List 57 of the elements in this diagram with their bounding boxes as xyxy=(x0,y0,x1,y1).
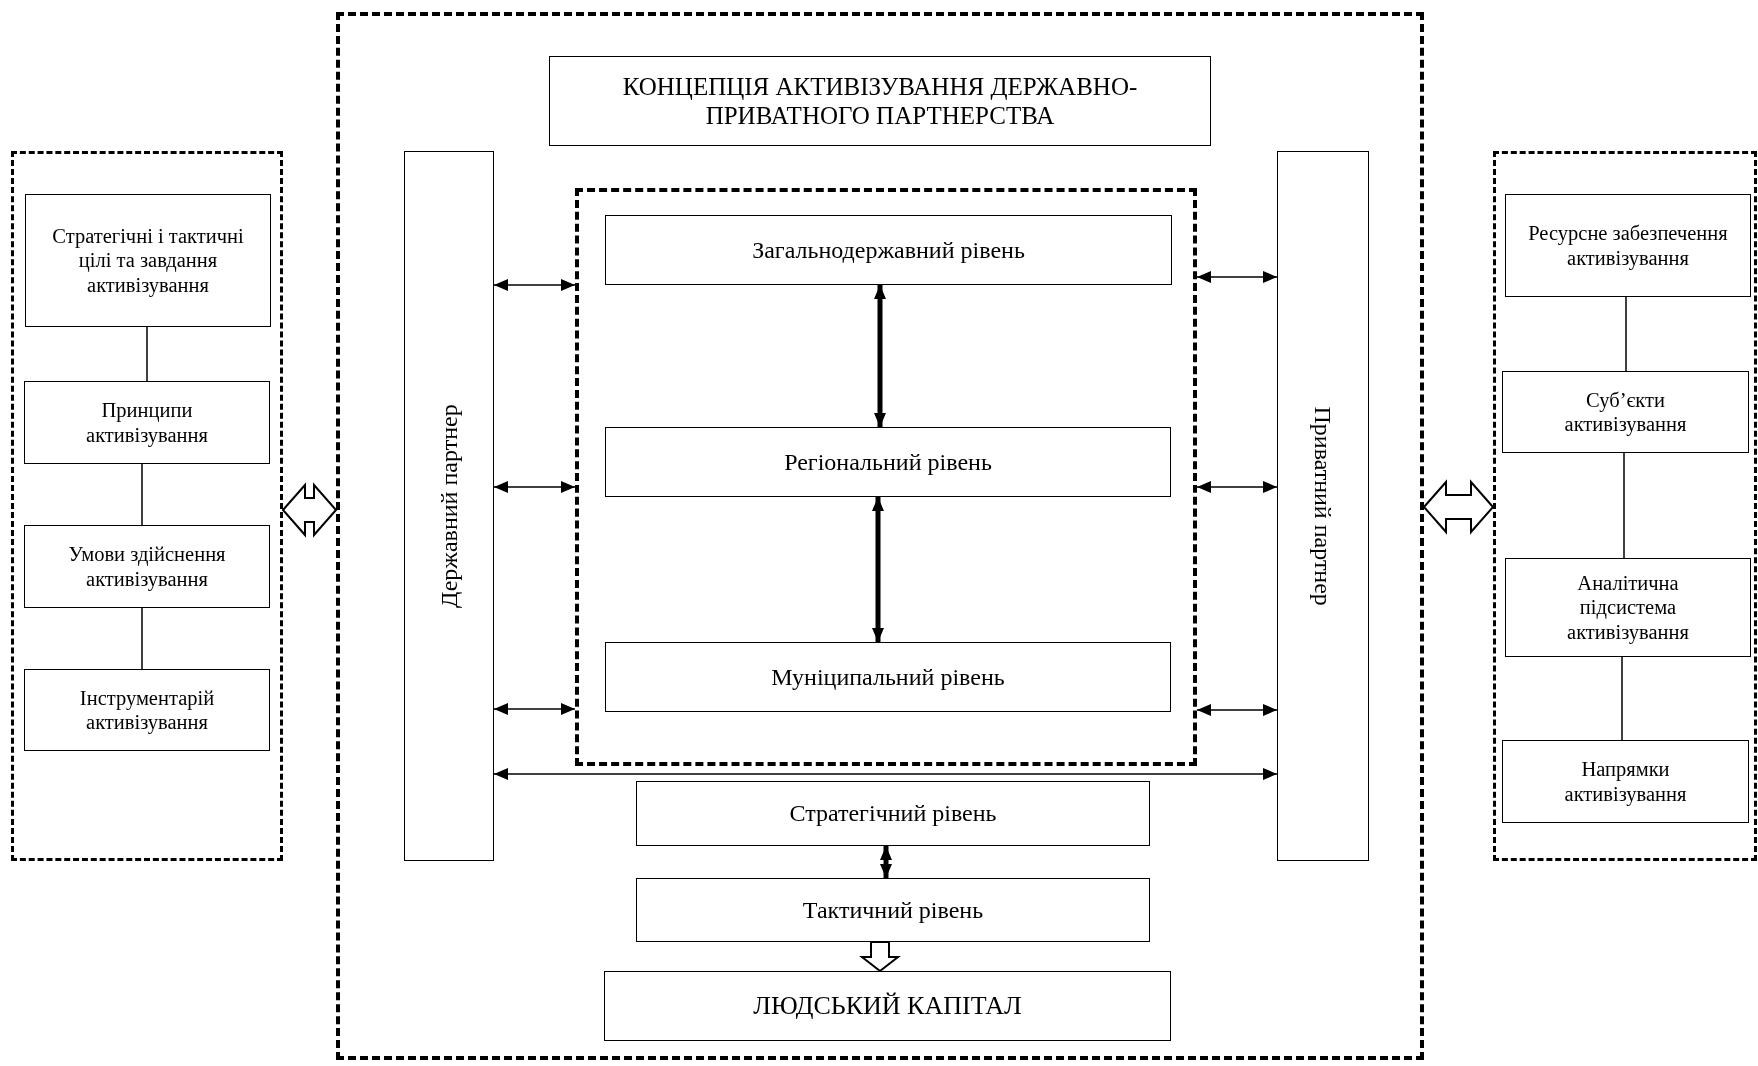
dashed-frame xyxy=(336,12,1424,1060)
box-label: Муніципальний рівень xyxy=(770,662,1006,692)
process-box xyxy=(404,151,494,861)
block-arrow xyxy=(1422,479,1495,535)
process-box xyxy=(1277,151,1369,861)
box-label: Умови здійснення активізування xyxy=(67,542,227,591)
dashed-frame xyxy=(1493,151,1757,861)
block-arrow xyxy=(281,482,338,538)
box-label: Принципи активізування xyxy=(85,398,209,447)
process-box xyxy=(605,642,1171,712)
box-label: Напрямки активізування xyxy=(1563,757,1688,806)
connector-line xyxy=(141,463,143,526)
box-label: Ресурсне забезпечення активізування xyxy=(1527,221,1729,270)
arrow xyxy=(493,279,576,291)
process-box xyxy=(24,381,270,464)
process-box xyxy=(24,525,270,608)
process-box xyxy=(25,194,271,327)
block-arrow xyxy=(859,941,901,973)
process-box xyxy=(1502,740,1749,823)
arrow xyxy=(1196,271,1278,283)
box-label: Приватний партнер xyxy=(1309,405,1338,608)
process-box xyxy=(636,878,1150,942)
process-box xyxy=(605,427,1171,497)
box-label: Стратегічний рівень xyxy=(788,799,998,828)
process-box xyxy=(24,669,270,751)
process-box xyxy=(604,971,1171,1041)
connector-line xyxy=(1623,452,1625,559)
arrow xyxy=(493,481,576,493)
arrow xyxy=(1196,704,1278,716)
box-label: КОНЦЕПЦІЯ АКТИВІЗУВАННЯ ДЕРЖАВНО-ПРИВАТНОГО ПАРТНЕРСТВА xyxy=(621,71,1139,131)
connector-line xyxy=(141,607,143,670)
box-label: Суб’єкти активізування xyxy=(1563,387,1688,437)
connector-line xyxy=(1625,296,1627,372)
box-label: Державний партнер xyxy=(434,403,463,610)
box-label: Тактичний рівень xyxy=(801,895,985,925)
box-label: Аналітична підсистема активізування xyxy=(1566,571,1690,644)
process-box xyxy=(549,56,1211,146)
dashed-frame xyxy=(575,188,1197,766)
process-box xyxy=(605,215,1172,285)
arrow xyxy=(1196,481,1278,493)
arrow xyxy=(493,703,576,715)
process-box xyxy=(1502,371,1749,453)
arrow xyxy=(880,846,892,878)
connector-line xyxy=(1621,656,1623,741)
box-label: Загальнодержавний рівень xyxy=(751,235,1026,265)
box-label: Інструментарій активізування xyxy=(78,685,216,735)
process-box xyxy=(1505,194,1751,297)
arrow xyxy=(493,768,1278,780)
box-label: Стратегічні і тактичні цілі та завдання активізування xyxy=(51,224,245,297)
arrow xyxy=(874,285,886,427)
box-label: ЛЮДСЬКИЙ КАПІТАЛ xyxy=(752,990,1023,1022)
box-label: Регіональний рівень xyxy=(783,447,993,477)
process-box xyxy=(636,781,1150,846)
arrow xyxy=(872,497,884,642)
process-box xyxy=(1505,558,1751,657)
connector-line xyxy=(146,326,148,382)
dashed-frame xyxy=(11,151,283,861)
